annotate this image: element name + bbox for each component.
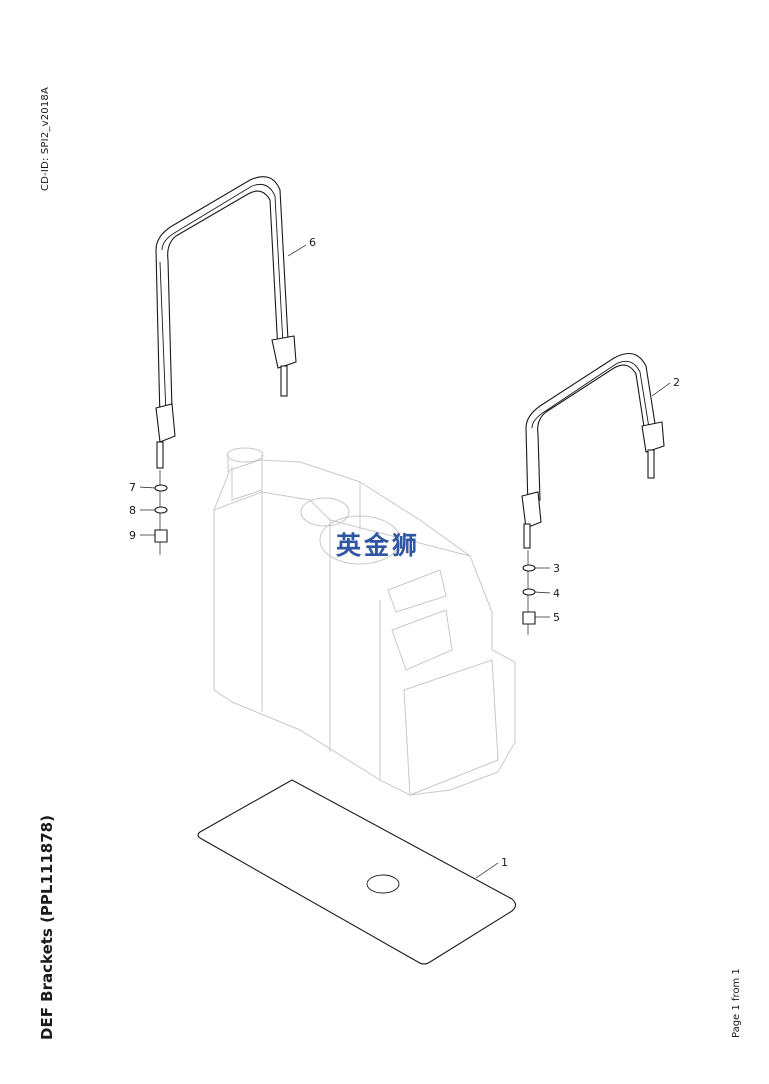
callout-7: 7 bbox=[129, 481, 136, 494]
part-6-large-bracket bbox=[155, 176, 297, 469]
callout-4: 4 bbox=[553, 587, 560, 600]
part-2-small-bracket bbox=[521, 352, 665, 549]
part-1-mat bbox=[197, 779, 517, 965]
callout-3: 3 bbox=[553, 562, 560, 575]
leader-lines bbox=[139, 244, 671, 879]
def-tank bbox=[213, 447, 516, 796]
callout-9: 9 bbox=[129, 529, 136, 542]
watermark-logo-text: 英金狮 bbox=[336, 531, 421, 560]
callout-5: 5 bbox=[553, 611, 560, 624]
callout-2: 2 bbox=[673, 376, 680, 389]
right-fasteners bbox=[522, 550, 536, 635]
callout-8: 8 bbox=[129, 504, 136, 517]
callout-6: 6 bbox=[309, 236, 316, 249]
left-fasteners bbox=[154, 470, 168, 555]
callout-1: 1 bbox=[501, 856, 508, 869]
